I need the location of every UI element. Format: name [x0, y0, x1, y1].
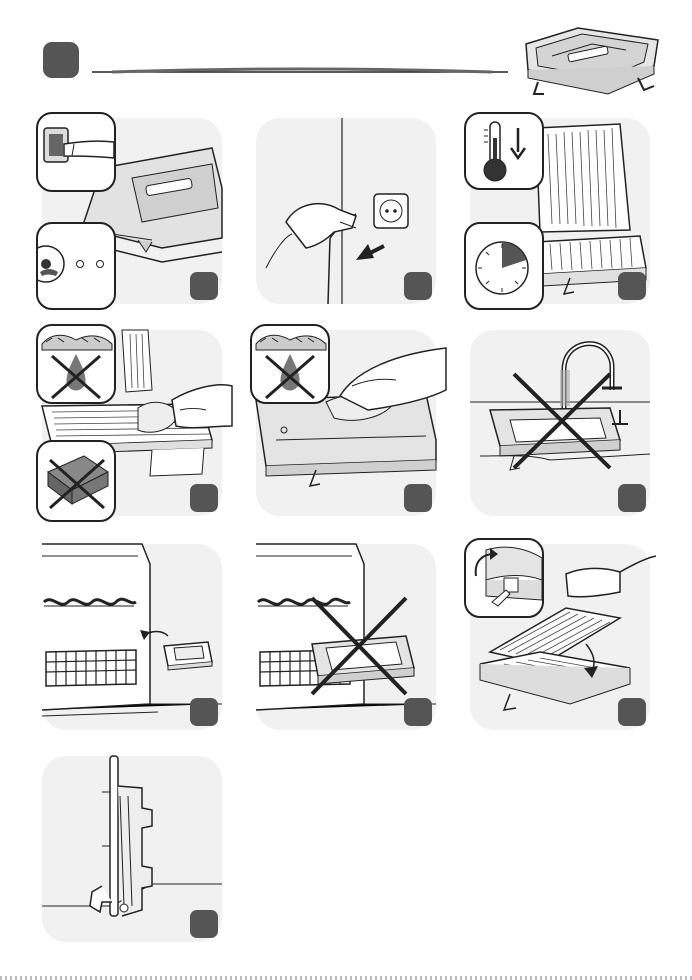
step-panel-7	[42, 544, 222, 730]
thermometer-down-icon	[466, 114, 542, 188]
section-number-badge	[43, 42, 79, 78]
no-sponge-inset	[36, 440, 116, 522]
step-number-badge	[190, 484, 218, 512]
power-switch-icon	[38, 114, 114, 190]
no-liquid-icon	[252, 326, 328, 402]
step-panel-4	[42, 330, 222, 516]
step-panel-1	[42, 118, 222, 304]
step-panel-6	[470, 330, 650, 516]
step-number-badge	[404, 698, 432, 726]
step-panel-3	[470, 118, 650, 304]
thermometer-inset	[464, 112, 544, 190]
step-number-badge	[190, 910, 218, 938]
step-number-badge	[618, 484, 646, 512]
thermostat-dial-icon	[38, 224, 114, 308]
step-number-badge	[404, 484, 432, 512]
step-panel-9	[470, 544, 650, 730]
step-number-badge	[618, 698, 646, 726]
grill-product-illustration	[508, 22, 668, 98]
no-liquid-inset	[250, 324, 330, 404]
timer-icon	[466, 224, 542, 308]
step-number-badge	[190, 272, 218, 300]
no-liquid-inset	[36, 324, 116, 404]
step-panel-2	[256, 118, 436, 304]
close-lid-icon	[466, 540, 542, 616]
lid-latch-inset	[464, 538, 544, 618]
step-number-badge	[618, 272, 646, 300]
step-number-badge	[190, 698, 218, 726]
thermostat-dial-inset	[36, 222, 116, 310]
section-title-rule	[92, 60, 508, 76]
power-switch-inset	[36, 112, 116, 192]
step-number-badge	[404, 272, 432, 300]
page-bottom-ticks	[0, 976, 692, 980]
step-panel-5	[256, 330, 436, 516]
no-liquid-icon	[38, 326, 114, 402]
step-panel-8	[256, 544, 436, 730]
step-panel-10	[42, 756, 222, 942]
timer-inset	[464, 222, 544, 310]
no-abrasive-sponge-icon	[38, 442, 114, 520]
